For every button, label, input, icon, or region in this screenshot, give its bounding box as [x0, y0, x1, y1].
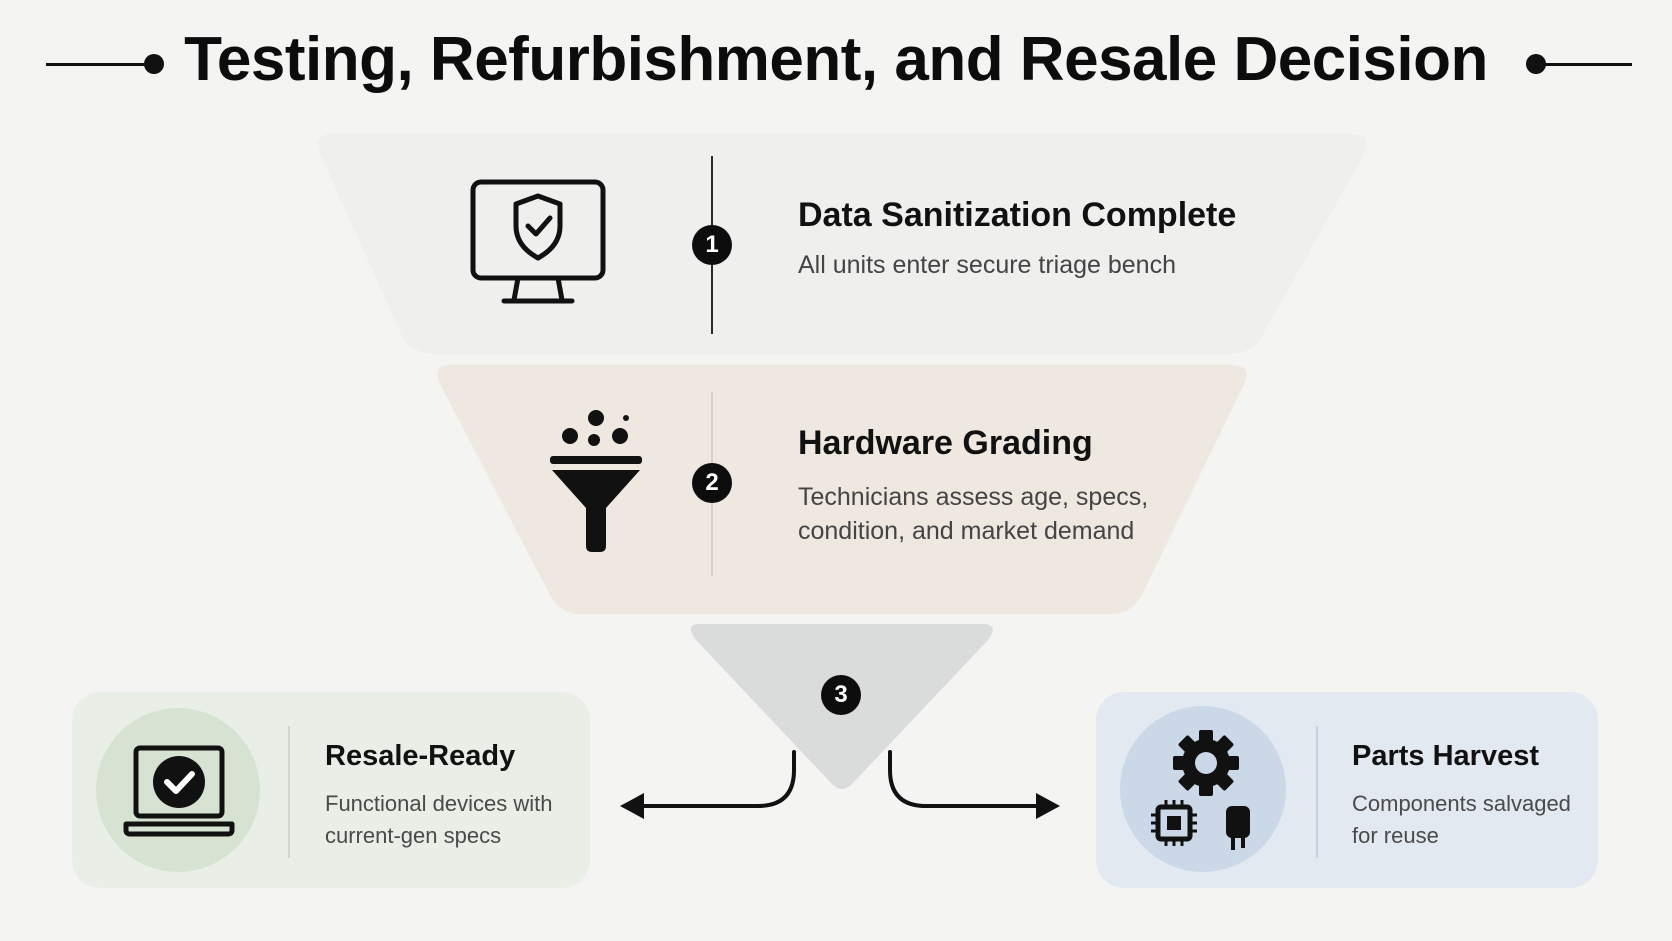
parts-divider	[1316, 726, 1318, 858]
parts-description-line-1: Components salvaged	[1352, 791, 1571, 816]
shield-monitor-icon	[470, 179, 606, 304]
arrow-to-resale	[634, 750, 796, 808]
arrow-to-parts	[888, 750, 1042, 808]
parts-description-line-2: for reuse	[1352, 823, 1439, 848]
resale-title: Resale-Ready	[325, 740, 516, 772]
stage-1-number: 1	[692, 225, 732, 265]
funnel-stage-1-shape	[317, 134, 1367, 354]
gear-chip-capacitor-icon	[1151, 730, 1250, 850]
stage-2-description-line-2: condition, and market demand	[798, 517, 1135, 545]
stage-2-title: Hardware Grading	[798, 424, 1093, 462]
stage-2-description-line-1: Technicians assess age, specs,	[798, 483, 1149, 511]
stage-1-title: Data Sanitization Complete	[798, 196, 1237, 234]
stage-1-description: All units enter secure triage bench	[798, 251, 1176, 279]
title-dot-left	[144, 54, 164, 74]
parts-title: Parts Harvest	[1352, 740, 1539, 772]
title-rule-left	[46, 63, 154, 66]
resale-divider	[288, 726, 290, 858]
page-title: Testing, Refurbishment, and Resale Decis…	[184, 25, 1488, 94]
resale-description-line-2: current-gen specs	[325, 823, 502, 848]
arrow-head-right	[1036, 793, 1060, 819]
stage-3-number: 3	[821, 675, 861, 715]
laptop-check-icon	[123, 745, 235, 837]
resale-description-line-1: Functional devices with	[325, 791, 553, 816]
arrow-head-left	[620, 793, 644, 819]
title-rule-right	[1536, 63, 1632, 66]
filter-funnel-icon	[550, 410, 642, 552]
stage-2-number: 2	[692, 463, 732, 503]
funnel-stage-2-shape	[437, 365, 1247, 614]
